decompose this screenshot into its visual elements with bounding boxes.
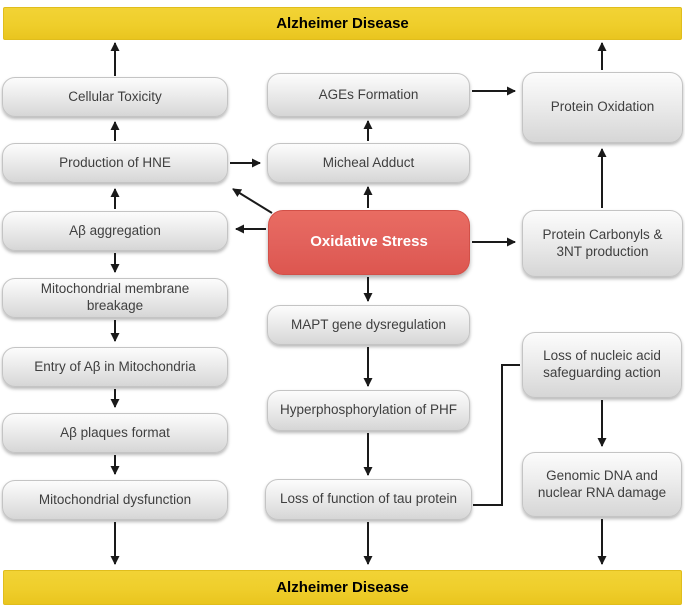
node-label: Protein Carbonyls & 3NT production (542, 226, 663, 259)
node-label: Protein Oxidation (550, 99, 655, 115)
node-label: AGEs Formation (318, 86, 419, 102)
node-mapt-gene-dysregulation: MAPT gene dysregulation (267, 305, 470, 345)
node-production-of-hne: Production of HNE (2, 143, 228, 183)
banner-top-label: Alzheimer Disease (276, 15, 409, 32)
node-oxidative-stress: Oxidative Stress (268, 210, 470, 275)
banner-alzheimer-disease-bottom: Alzheimer Disease (3, 570, 682, 605)
node-label: Genomic DNA and nuclear RNA damage (537, 467, 667, 500)
banner-alzheimer-disease-top: Alzheimer Disease (3, 7, 682, 40)
node-ages-formation: AGEs Formation (267, 73, 470, 117)
node-label: Loss of function of tau protein (279, 491, 458, 507)
node-protein-carbonyls-3nt-production: Protein Carbonyls & 3NT production (522, 210, 683, 277)
node-label: Cellular Toxicity (68, 88, 162, 104)
node-genomic-dna-and-nuclear-rna-damage: Genomic DNA and nuclear RNA damage (522, 452, 682, 517)
node-mitochondrial-membrane-breakage: Mitochondrial membrane breakage (2, 278, 228, 318)
node-label: Micheal Adduct (322, 154, 415, 170)
node-protein-oxidation: Protein Oxidation (522, 72, 683, 143)
node-hyperphosphorylation-of-phf: Hyperphosphorylation of PHF (267, 390, 470, 431)
node-mitochondrial-dysfunction: Mitochondrial dysfunction (2, 480, 228, 520)
node-entry-of-ab-in-mitochondria: Entry of Aβ in Mitochondria (2, 347, 228, 387)
node-label: Production of HNE (59, 154, 171, 170)
node-label: Aβ plaques format (60, 424, 170, 440)
node-label: Entry of Aβ in Mitochondria (34, 358, 196, 374)
arrow-oxidative-to-hne-diagonal (232, 188, 273, 214)
node-loss-of-function-of-tau-protein: Loss of function of tau protein (265, 479, 472, 520)
node-ab-aggregation: Aβ aggregation (2, 211, 228, 251)
node-label: Oxidative Stress (310, 233, 428, 251)
connector-tau-to-nucleic-acid (473, 364, 520, 506)
node-cellular-toxicity: Cellular Toxicity (2, 77, 228, 117)
banner-bottom-label: Alzheimer Disease (276, 579, 409, 596)
node-loss-of-nucleic-acid-safeguarding-action: Loss of nucleic acid safeguarding action (522, 332, 682, 398)
node-label: Aβ aggregation (69, 222, 161, 238)
node-micheal-adduct: Micheal Adduct (267, 143, 470, 183)
node-ab-plaques-format: Aβ plaques format (2, 413, 228, 453)
node-label: Mitochondrial membrane breakage (40, 281, 190, 313)
node-label: Mitochondrial dysfunction (38, 491, 192, 507)
node-label: Loss of nucleic acid safeguarding action (543, 348, 661, 380)
node-label: MAPT gene dysregulation (290, 316, 447, 332)
node-label: Hyperphosphorylation of PHF (279, 402, 458, 418)
